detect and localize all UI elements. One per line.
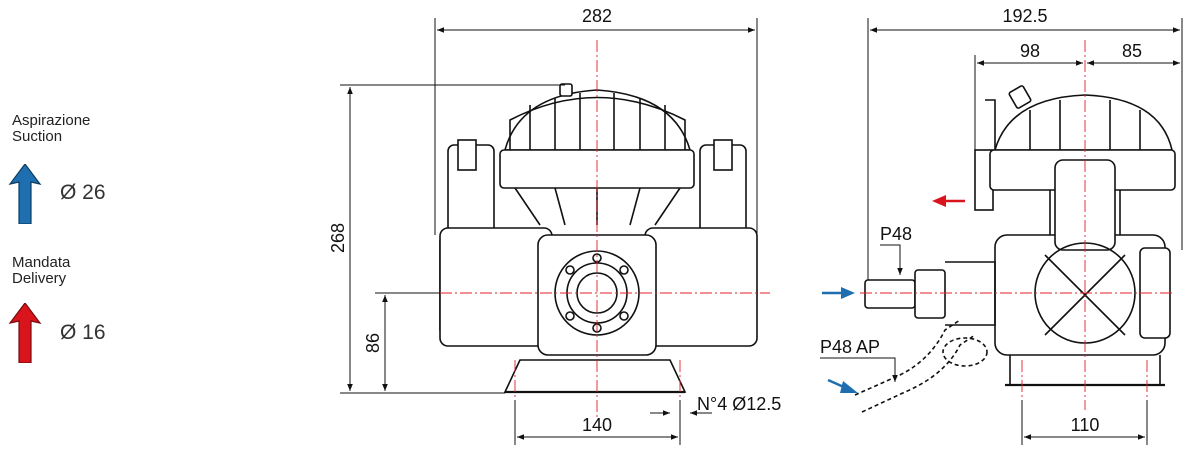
suction-label: Aspirazione Suction bbox=[12, 112, 91, 145]
holes-label: N°4 Ø12.5 bbox=[697, 394, 781, 414]
delivery-arrow-icon bbox=[8, 303, 42, 363]
delivery-label: Mandata Delivery bbox=[12, 254, 71, 287]
port-p48ap-label: P48 AP bbox=[820, 337, 880, 357]
shaft-height-label: 86 bbox=[363, 333, 383, 353]
side-depth-label: 192.5 bbox=[1002, 6, 1047, 26]
front-view-pump bbox=[439, 83, 758, 394]
side-view-pump bbox=[854, 85, 1176, 413]
port-p48-label: P48 bbox=[880, 224, 912, 244]
front-base-spacing-label: 140 bbox=[582, 415, 612, 435]
side-flow-arrows bbox=[822, 195, 965, 393]
suction-arrow-icon bbox=[8, 164, 42, 224]
front-center-lines bbox=[400, 40, 770, 420]
front-height-label: 268 bbox=[328, 223, 348, 253]
delivery-diameter: Ø 16 bbox=[60, 321, 106, 344]
front-dimensions bbox=[340, 18, 758, 445]
side-base-spacing-label: 110 bbox=[1071, 415, 1100, 435]
front-width-label: 282 bbox=[582, 6, 612, 26]
side-front-label: 85 bbox=[1122, 41, 1142, 61]
suction-diameter: Ø 26 bbox=[60, 181, 106, 204]
side-dimensions bbox=[820, 18, 1183, 445]
side-rear-label: 98 bbox=[1020, 41, 1040, 61]
legend: Aspirazione Suction Ø 26 Mandata Deliver… bbox=[0, 0, 300, 454]
